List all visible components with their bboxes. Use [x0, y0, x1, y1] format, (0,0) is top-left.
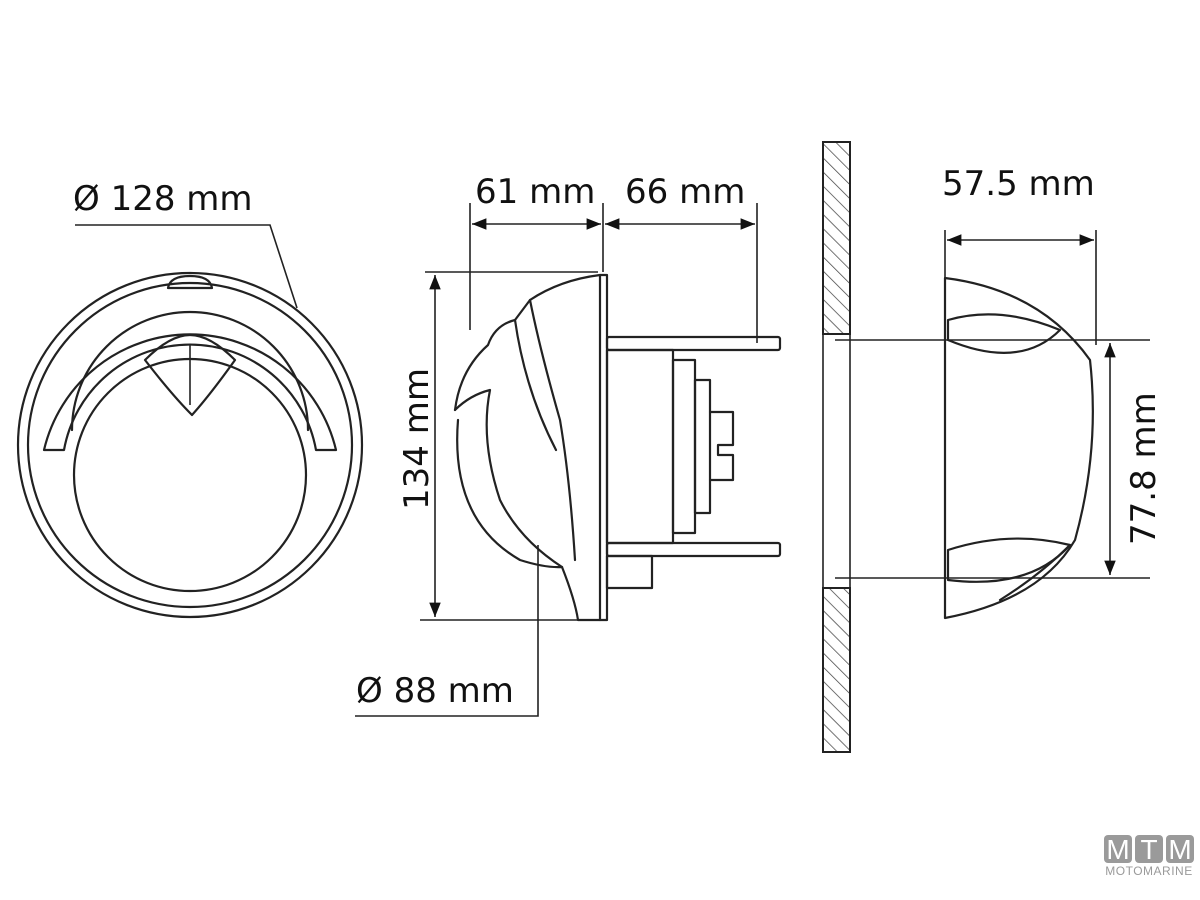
logo-letter: M: [1104, 835, 1132, 864]
height-label: 134 mm: [397, 368, 437, 510]
depth-rear-label: 66 mm: [625, 172, 745, 212]
logo-subtitle: MOTOMARINE: [1105, 864, 1193, 878]
wall-section: [822, 141, 851, 753]
front-diameter-label: Ø 128 mm: [73, 179, 253, 219]
motomarine-logo: M T M MOTOMARINE: [1104, 835, 1194, 878]
rear-housing: 57.5 mm 77.8 mm: [835, 164, 1164, 620]
side-dimensions: 61 mm 66 mm 134 mm Ø 88 mm: [355, 172, 758, 717]
housing-height-label: 77.8 mm: [1124, 392, 1164, 545]
side-view: [453, 273, 782, 622]
front-diameter-dimension: Ø 128 mm: [73, 179, 298, 309]
logo-letter: T: [1135, 835, 1163, 864]
depth-front-label: 61 mm: [475, 172, 595, 212]
logo-letter: M: [1166, 835, 1194, 864]
dome-diameter-label: Ø 88 mm: [356, 671, 514, 711]
front-view: [16, 271, 364, 619]
housing-depth-label: 57.5 mm: [942, 164, 1095, 204]
